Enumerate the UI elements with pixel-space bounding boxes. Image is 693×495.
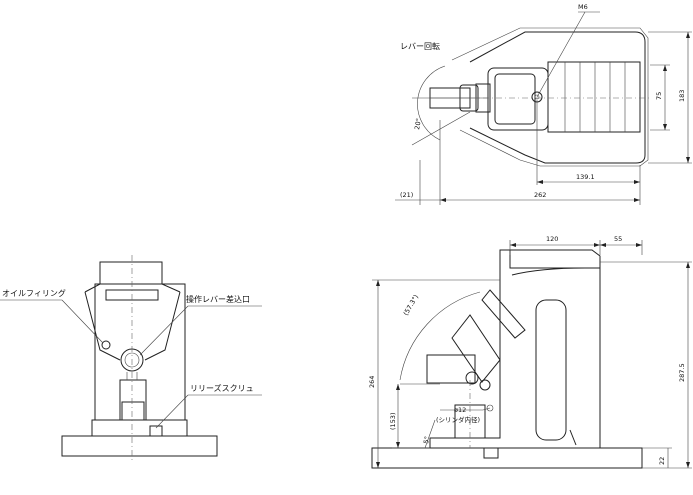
dim-21: (21) [400,191,413,199]
top-view [395,11,692,205]
bolt-label: M6 [578,3,588,11]
dim-75: 75 [655,92,663,100]
release-screw-label: リリーズスクリュ [190,383,254,393]
dim-22: 22 [658,457,666,465]
dim-55: 55 [614,235,622,243]
side-view [371,240,692,469]
lever-socket-label: 操作レバー差込口 [186,294,250,304]
dim-183: 183 [678,90,686,102]
dim-153: (153) [389,413,397,430]
dim-139-1: 139.1 [576,173,595,181]
front-view [0,255,262,460]
dim-120: 120 [546,235,558,243]
dim-angle-20: 20° [413,118,423,131]
dim-angle-5: 5° [422,436,431,445]
dim-262: 262 [534,191,546,199]
dim-287-5: 287.5 [678,363,686,382]
cylinder-dia-label: ø12 [454,406,466,414]
lever-rotation-label: レバー回転 [400,42,440,51]
dim-264: 264 [368,376,376,388]
oil-filling-label: オイルフィリング [2,288,66,298]
cylinder-dia-note: (シリンダ内径) [436,415,480,424]
dim-angle-57-3: (57.3°) [402,293,420,317]
